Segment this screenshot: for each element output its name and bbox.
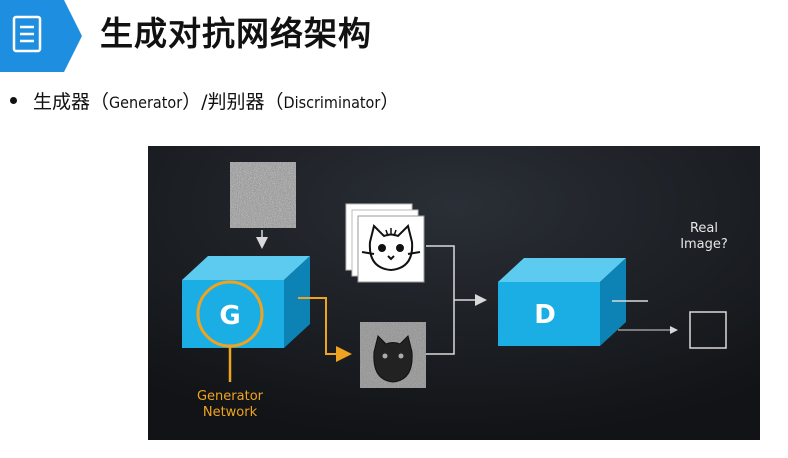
generator-box: G (182, 256, 310, 348)
header-badge (0, 0, 82, 72)
bullet-text-en1: Generator (109, 93, 183, 112)
generator-label-line1: Generator (197, 389, 264, 404)
header-chevron (66, 0, 88, 72)
bullet-text-en2: Discriminator (283, 93, 381, 112)
bullet-item: 生成器（Generator）/判别器（Discriminator） (6, 86, 399, 119)
dark-cat-icon (373, 335, 413, 383)
document-list-icon (12, 15, 42, 53)
generator-output-arrow (298, 297, 352, 362)
discriminator-box: D (498, 258, 626, 346)
real-to-merge-line (426, 245, 455, 300)
page-title: 生成对抗网络架构 (100, 14, 372, 53)
generated-cat-image (360, 322, 426, 388)
output-label-line1: Real (690, 221, 718, 236)
output-box (689, 311, 727, 349)
bullet-text-mid: ）/判别器（ (182, 91, 284, 113)
real-cat-images (345, 203, 425, 283)
generator-label-line2: Network (203, 405, 258, 420)
cat-icon (361, 224, 421, 272)
generator-letter: G (219, 301, 240, 331)
bullet-text-end: ） (380, 91, 400, 113)
bullet-text-zh1: 生成器（ (33, 91, 110, 113)
discriminator-letter: D (534, 300, 556, 330)
fake-to-merge-line (426, 300, 455, 355)
bullet-dot (10, 97, 17, 104)
gan-diagram: G Generator Network (148, 146, 760, 440)
output-label-line2: Image? (680, 237, 728, 252)
noise-input-image (230, 162, 296, 228)
